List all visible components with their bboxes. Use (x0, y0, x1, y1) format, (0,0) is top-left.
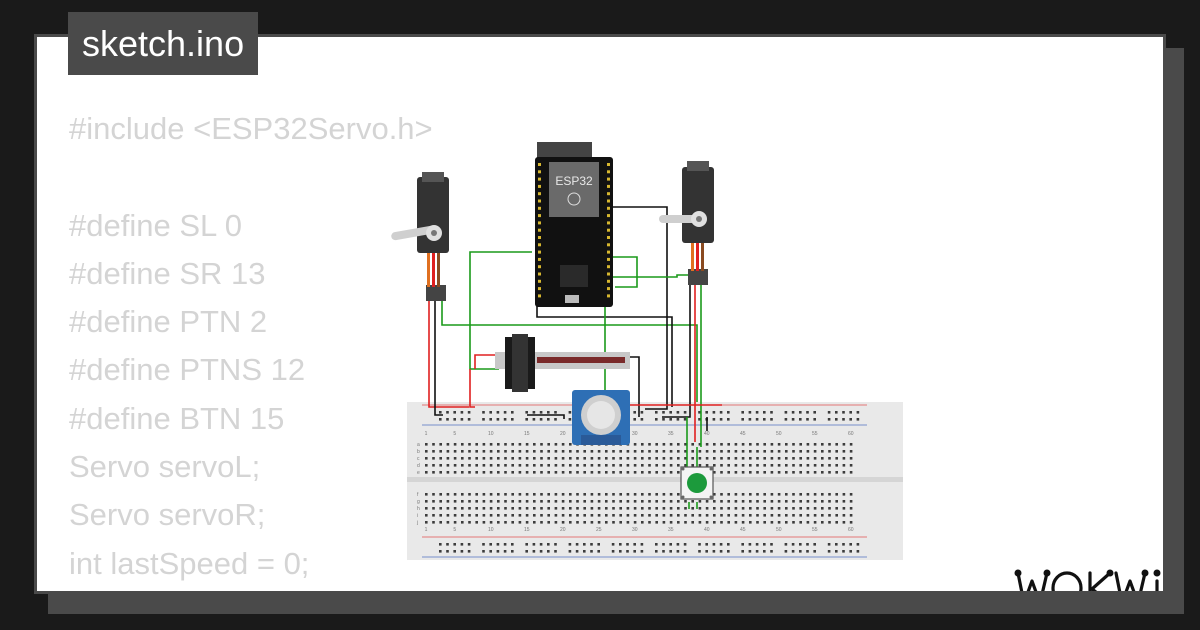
column-number: 60 (848, 527, 854, 533)
code-snippet: #include <ESP32Servo.h> #define SL 0 #de… (69, 105, 433, 591)
esp32-pins (538, 163, 610, 298)
row-letter: c (417, 456, 420, 462)
rotary-potentiometer (572, 390, 630, 445)
wokwi-logo: WOKWI (1012, 559, 1163, 591)
row-letter: g (417, 499, 420, 505)
column-number: 10 (488, 431, 494, 437)
column-number: 55 (812, 431, 818, 437)
column-number: 50 (776, 527, 782, 533)
row-letter: f (417, 492, 419, 498)
code-line: int lastSpeed = 0; (69, 545, 310, 581)
push-button (680, 466, 714, 500)
column-number: 10 (488, 527, 494, 533)
preview-card: #include <ESP32Servo.h> #define SL 0 #de… (34, 34, 1166, 594)
row-letter: e (417, 470, 420, 476)
code-line: #define PTN 2 (69, 304, 268, 340)
column-number: 50 (776, 431, 782, 437)
code-line: Servo servoL; (69, 449, 261, 485)
row-letter: d (417, 463, 420, 469)
row-letter: h (417, 506, 420, 512)
code-line: #define SR 13 (69, 255, 266, 291)
column-number: 55 (812, 527, 818, 533)
terminal-holes (425, 443, 853, 524)
row-letter: j (416, 520, 418, 526)
column-number: 1 (425, 431, 428, 437)
column-number: 30 (632, 431, 638, 437)
column-number: 35 (668, 431, 674, 437)
code-line: #include <ESP32Servo.h> (69, 111, 433, 146)
wokwi-logo-mark (1014, 569, 1161, 591)
row-letter: a (417, 442, 420, 448)
servo-right (659, 161, 714, 285)
row-letter: i (417, 513, 418, 519)
file-tab: sketch.ino (68, 12, 259, 75)
column-number: 5 (453, 431, 456, 437)
column-number: 35 (668, 527, 674, 533)
esp32-board: ESP32 (535, 142, 613, 307)
column-number: 40 (704, 431, 710, 437)
column-number: 45 (740, 527, 746, 533)
column-number: 60 (848, 431, 854, 437)
column-number: 40 (704, 527, 710, 533)
code-line: #define PTNS 12 (69, 352, 306, 388)
column-number: 45 (740, 431, 746, 437)
row-letter: b (417, 449, 420, 455)
column-number: 20 (560, 527, 566, 533)
code-line: Servo servoR; (69, 497, 266, 533)
column-number: 15 (524, 527, 530, 533)
esp32-label: ESP32 (555, 174, 593, 188)
column-number: 25 (596, 527, 602, 533)
servo-left (391, 172, 449, 301)
column-number: 30 (632, 527, 638, 533)
column-number: 20 (560, 431, 566, 437)
column-number: 15 (524, 431, 530, 437)
column-number: 5 (453, 527, 456, 533)
code-line: #define BTN 15 (69, 400, 285, 436)
slide-potentiometer (495, 334, 630, 392)
column-number: 1 (425, 527, 428, 533)
code-line: #define SL 0 (69, 207, 242, 243)
